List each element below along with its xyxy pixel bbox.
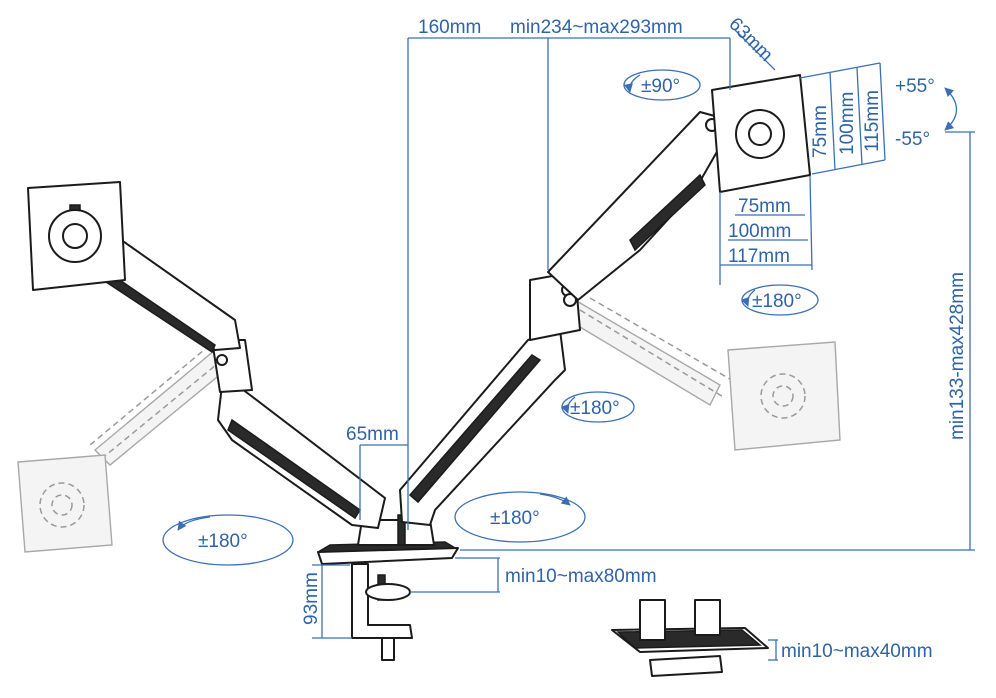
dimension-vesa-horizontal (719, 175, 813, 285)
dimension-top (407, 37, 731, 530)
dimension-height (460, 131, 975, 551)
rotation-ellipse-base-left (162, 514, 294, 566)
desk-base-plate (317, 541, 459, 565)
dimension-vesa-vertical (799, 62, 886, 175)
label-vesa-h-75: 75mm (738, 196, 791, 217)
label-base-height: 93mm (301, 572, 322, 625)
label-vesa-v-100: 100mm (837, 92, 858, 155)
rotation-ellipse-head (740, 284, 819, 316)
grommet-mount-inset (611, 599, 778, 677)
right-lower-arm (399, 329, 566, 526)
label-vesa-h-100: 100mm (728, 221, 791, 242)
ghost-right-vesa-plate (727, 341, 841, 451)
left-vesa-plate (27, 181, 126, 291)
label-clamp-range: min10~max80mm (505, 566, 657, 587)
left-upper-arm (94, 224, 241, 354)
label-vesa-v-115: 115mm (862, 90, 883, 152)
dimension-93 (312, 564, 352, 639)
label-arm-length-1: 160mm (418, 17, 481, 38)
label-tilt-up: +55° (895, 76, 935, 97)
label-vesa-v-75: 75mm (810, 105, 831, 158)
label-plate-offset: 63mm (724, 14, 776, 66)
label-swivel-elbow: ±180° (570, 398, 620, 419)
label-swivel-base-left: ±180° (198, 531, 248, 552)
ghost-right-arm (564, 297, 736, 406)
label-arm-length-2: min234~max293mm (510, 17, 683, 38)
label-tilt-rotation: ±90° (641, 76, 680, 97)
label-height-range: min133-max428mm (947, 272, 968, 440)
label-swivel-head: ±180° (752, 291, 802, 312)
label-grommet-range: min10~max40mm (781, 641, 933, 662)
label-pole-offset: 65mm (346, 424, 399, 445)
rotation-ellipse-elbow (560, 391, 635, 423)
label-tilt-down: -55° (895, 129, 930, 150)
ghost-left-vesa-plate (17, 454, 113, 553)
clamp (351, 563, 413, 661)
dimension-65 (359, 444, 408, 520)
right-vesa-plate (711, 74, 811, 193)
right-upper-arm (547, 111, 723, 301)
rotation-ellipse-base-right (454, 491, 586, 543)
ghost-left-arm (89, 344, 229, 466)
dimension-clamp (410, 557, 500, 593)
dimension-63 (734, 29, 776, 71)
rotation-arc-pitch (944, 87, 958, 131)
rotation-ellipse-tilt (623, 69, 701, 101)
left-elbow (211, 339, 253, 393)
label-vesa-h-117: 117mm (728, 246, 790, 267)
label-swivel-base-right: ±180° (490, 508, 540, 529)
left-lower-arm (217, 379, 386, 529)
